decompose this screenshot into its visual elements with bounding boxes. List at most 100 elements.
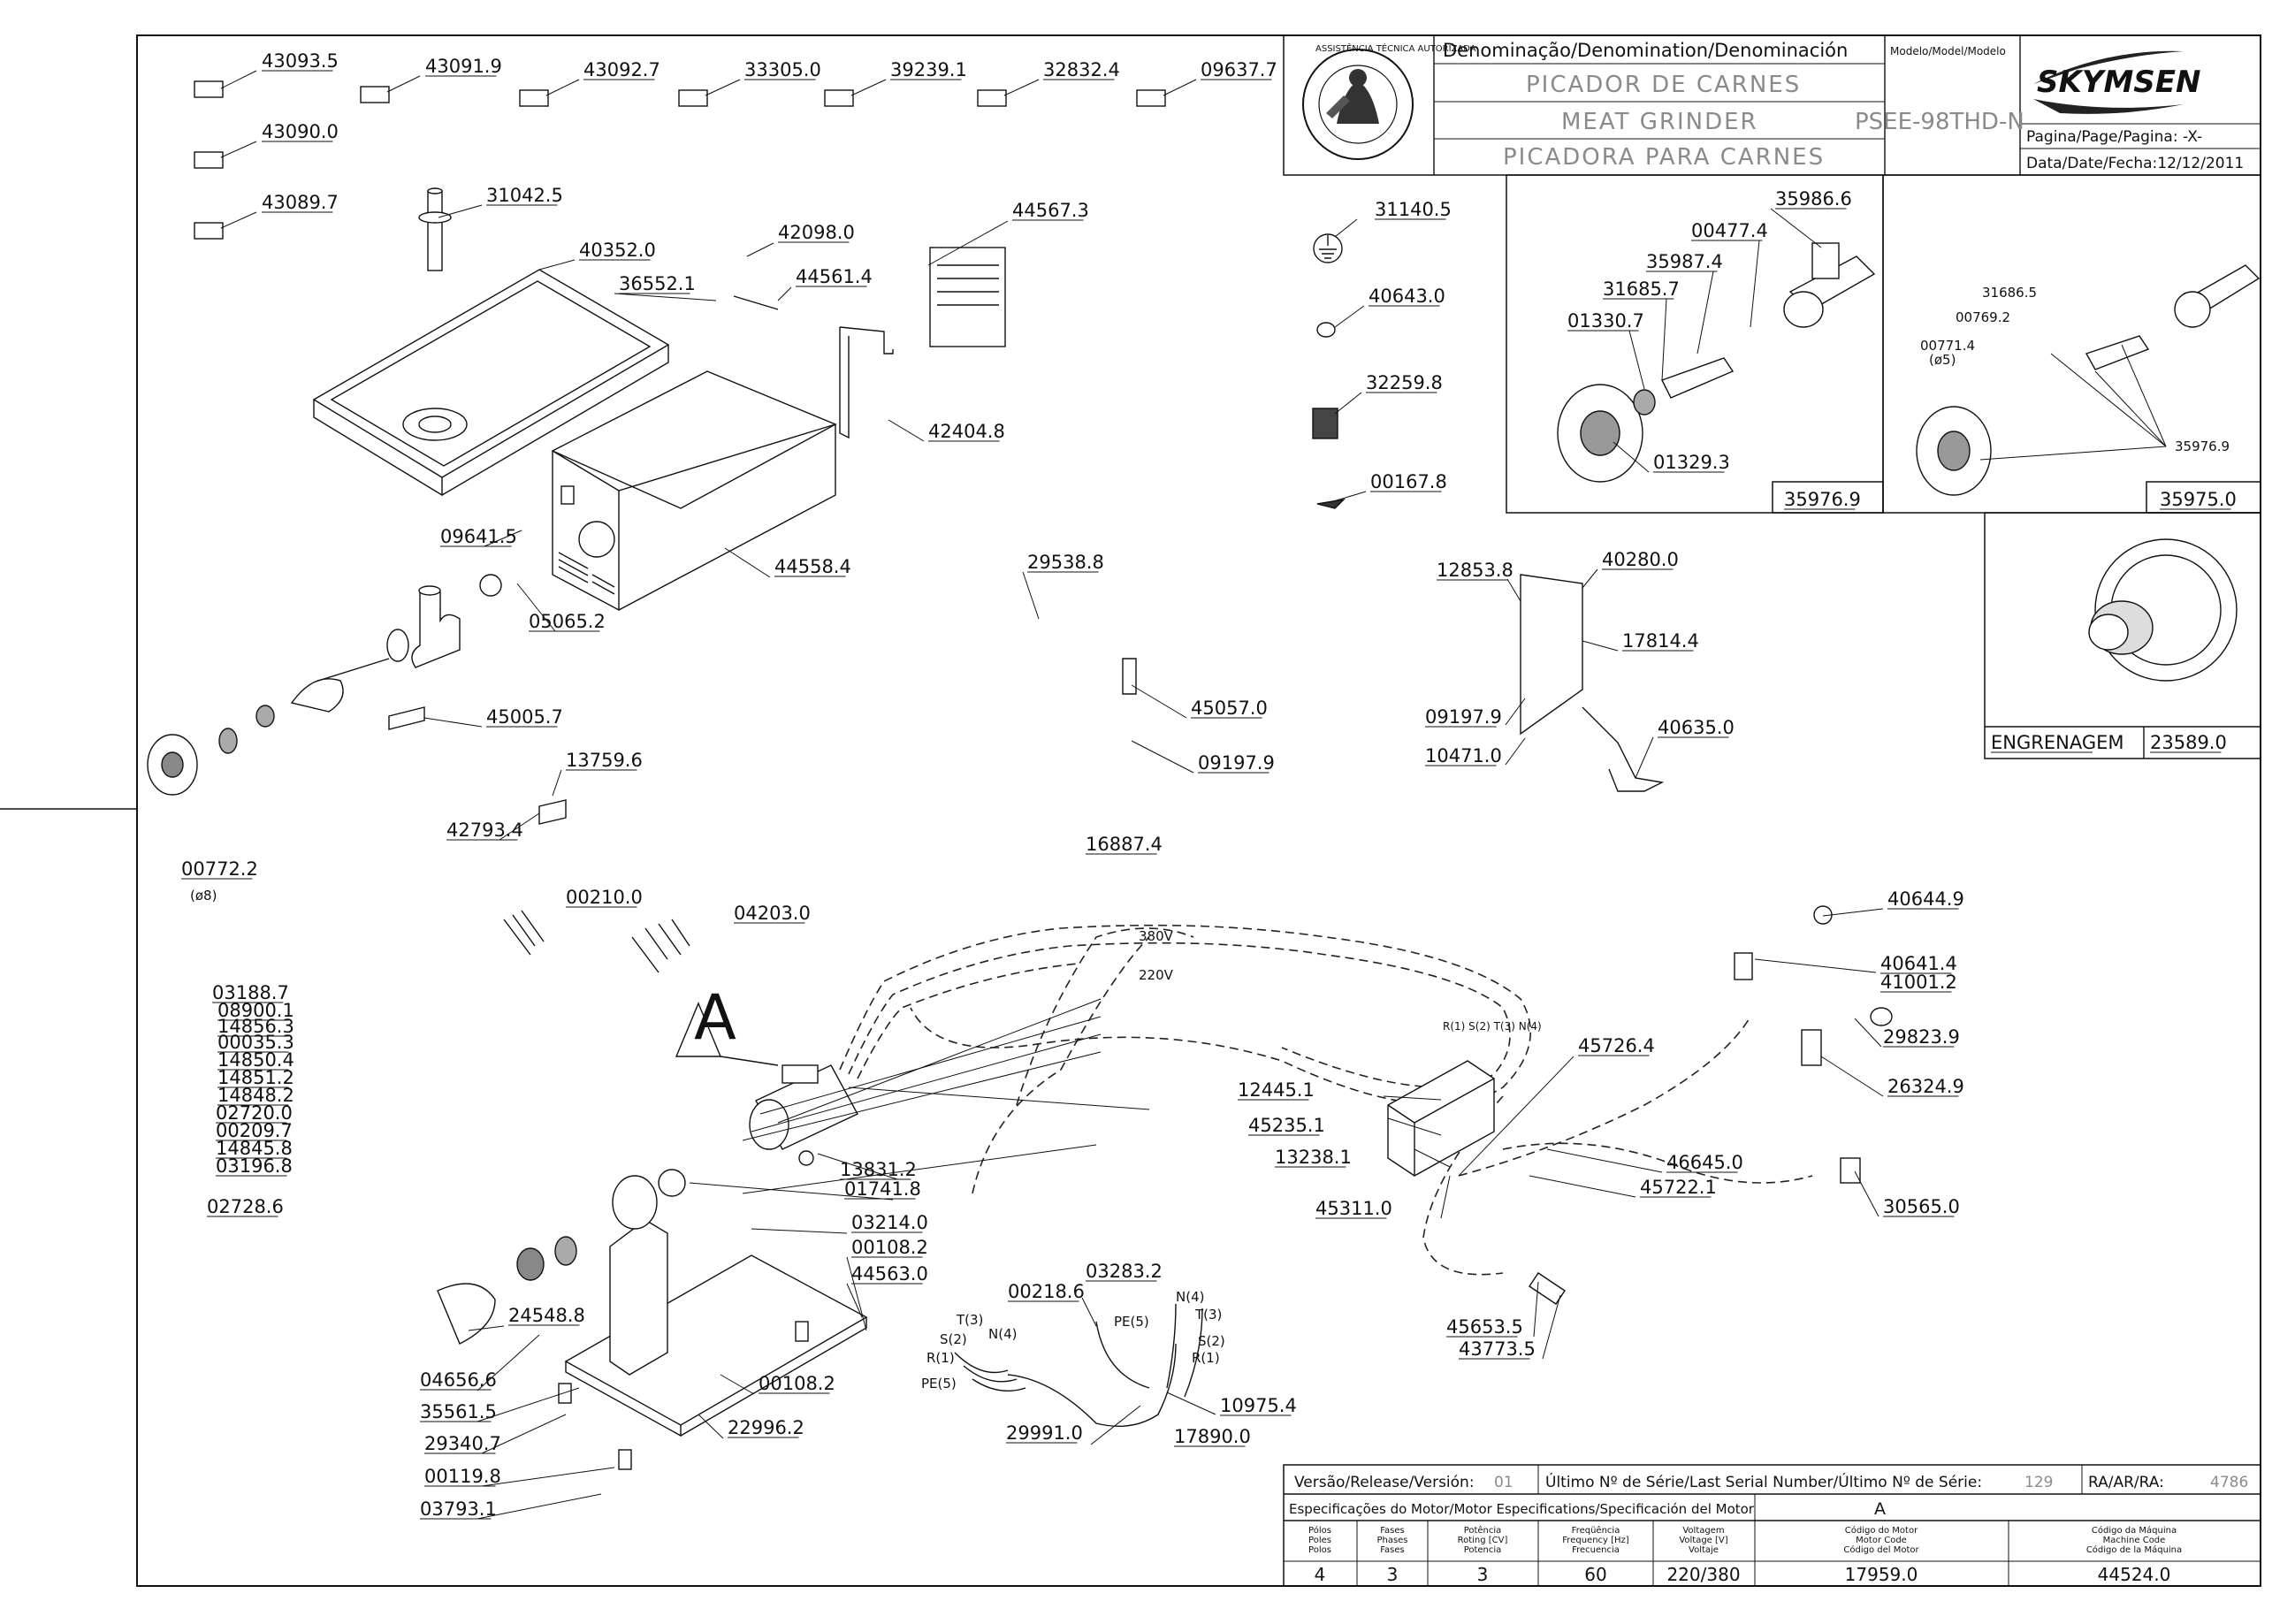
spec-value: 220/380 (1666, 1564, 1740, 1585)
part-label: 12445.1 (1238, 1079, 1315, 1101)
leader-line (2050, 353, 2167, 447)
part-label: 43093.5 (262, 50, 339, 72)
part-label: 14845.8 (216, 1138, 293, 1159)
part-label: 31042.5 (486, 185, 563, 206)
leader-line (545, 79, 580, 96)
part-label: 220V (1139, 967, 1174, 983)
part-label: S(2) (1198, 1333, 1225, 1349)
spec-header: Fases (1380, 1526, 1405, 1536)
part-label: 380V (1139, 928, 1174, 944)
leader-line (1750, 240, 1760, 328)
part-label: 36552.1 (619, 273, 696, 294)
wiring-harness (839, 924, 1813, 1276)
spec-value: 3 (1387, 1564, 1399, 1585)
part-label: 14850.4 (217, 1049, 294, 1071)
spec-value: 4 (1315, 1564, 1326, 1585)
footer-table (1283, 1464, 2261, 1587)
leader-line (1414, 1148, 1451, 1168)
leader-line (477, 1493, 602, 1520)
part-label: 02728.6 (207, 1196, 284, 1217)
part-label: 45722.1 (1640, 1177, 1717, 1198)
part-label: 13759.6 (566, 750, 643, 771)
leader-line (1440, 1175, 1451, 1219)
skymsen-brand-logo (2033, 50, 2184, 114)
spec-header: Frecuencia (1572, 1545, 1620, 1555)
motor-marker-triangle (675, 1002, 779, 1066)
part-label: 14851.2 (217, 1067, 294, 1088)
symbol-icons (1312, 233, 1346, 509)
part-label: 40635.0 (1658, 717, 1735, 738)
spec-header: Roting [CV] (1458, 1536, 1508, 1545)
spec-value: 60 (1584, 1564, 1606, 1585)
part-label: 31140.5 (1375, 199, 1452, 220)
part-label: R(1) S(2) T(3) N(4) (1443, 1020, 1542, 1033)
ra-label: RA/AR/RA: (2088, 1474, 2164, 1491)
part-label: 45057.0 (1191, 698, 1268, 719)
leader-line (220, 141, 257, 158)
part-label: PE(5) (1114, 1314, 1149, 1330)
leader-line (220, 70, 257, 89)
leader-line (614, 293, 717, 301)
part-label: 17814.4 (1622, 630, 1699, 652)
leader-line (705, 79, 741, 96)
release-value: 01 (1494, 1474, 1513, 1491)
part-label: 31685.7 (1603, 278, 1680, 300)
serial-label: Último Nº de Série/Last Serial Number/Úl… (1545, 1472, 1982, 1491)
spec-header: Código de la Máquina (2086, 1544, 2182, 1555)
part-label: 35561.5 (420, 1401, 497, 1422)
part-label: 35986.6 (1775, 188, 1852, 210)
leader-line (1334, 218, 1358, 238)
ground-symbol-icon (1313, 233, 1343, 263)
leader-line (1383, 1095, 1442, 1101)
part-label: 00119.8 (424, 1466, 501, 1487)
part-label: 01329.3 (1653, 452, 1730, 473)
serial-value: 129 (2024, 1474, 2053, 1491)
motor-housing (551, 370, 837, 612)
part-label: 40643.0 (1369, 286, 1445, 307)
part-label: 35976.9 (2175, 438, 2230, 454)
leader-line (481, 1414, 567, 1454)
leader-line (1505, 698, 1526, 726)
part-label: 09197.9 (1425, 706, 1502, 728)
gear-23589-0 (2088, 538, 2238, 682)
part-label: 00108.2 (759, 1373, 835, 1394)
leader-line (477, 1387, 580, 1422)
leader-line (481, 1467, 615, 1487)
clip-icon (1316, 498, 1346, 509)
motor (749, 1064, 858, 1150)
kit-frames (1506, 174, 2261, 759)
label-tags (194, 80, 1166, 240)
part-label: 45726.4 (1578, 1035, 1655, 1056)
part-label: 43089.7 (262, 192, 339, 213)
part-label: 10975.4 (1220, 1395, 1297, 1416)
part-label: 01330.7 (1567, 310, 1644, 332)
spec-value: 17959.0 (1845, 1564, 1918, 1585)
part-label: 00167.8 (1370, 471, 1447, 492)
part-label: 01741.8 (844, 1178, 921, 1200)
part-label: N(4) (988, 1326, 1017, 1342)
grinder-kit-35975-0 (1916, 264, 2261, 496)
part-label: 42098.0 (778, 222, 855, 243)
leader-line (552, 769, 562, 797)
spec-header: Poles (1308, 1536, 1331, 1545)
spec-value: 44524.0 (2098, 1564, 2171, 1585)
part-label: 41001.2 (1880, 972, 1957, 993)
part-label: 42404.8 (928, 421, 1005, 442)
leader-line (888, 419, 925, 442)
part-label: 44561.4 (796, 266, 873, 287)
part-label: 23589.0 (2150, 732, 2227, 753)
part-label: 00035.3 (217, 1032, 294, 1053)
part-label: 03188.7 (212, 982, 289, 1003)
title-block (1283, 34, 2261, 176)
model-value: PSEE-98THD-N (1855, 109, 2024, 135)
part-label: 09197.9 (1198, 752, 1275, 774)
drawing-border (136, 34, 2261, 1587)
part-label: 33305.0 (744, 59, 821, 80)
spec-header: Fases (1380, 1545, 1405, 1555)
part-label: 45005.7 (486, 706, 563, 728)
name-english: MEAT GRINDER (1561, 109, 1758, 135)
leader-line (742, 1051, 1102, 1141)
seal-text: ASSISTÊNCIA TÉCNICA AUTORIZADA (1315, 42, 1476, 54)
part-label: 39239.1 (890, 59, 967, 80)
part-label: 35975.0 (2160, 489, 2237, 510)
